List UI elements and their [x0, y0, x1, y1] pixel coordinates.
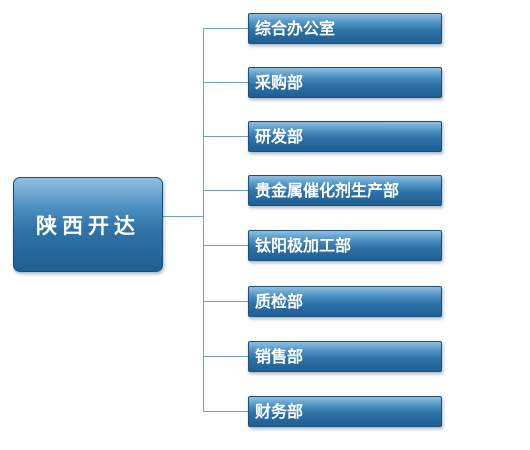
dept-label: 采购部 — [255, 73, 304, 92]
dept-label: 销售部 — [255, 347, 304, 366]
branch-line — [203, 190, 249, 191]
dept-node-catalyst-production: 贵金属催化剂生产部 — [248, 175, 442, 206]
branch-line — [203, 28, 249, 29]
branch-line — [203, 136, 249, 137]
branch-line — [203, 245, 249, 246]
root-node: 陕西开达 — [13, 177, 163, 272]
dept-node-titanium-anode: 钛阳极加工部 — [248, 230, 442, 261]
dept-label: 钛阳极加工部 — [255, 236, 352, 255]
branch-line — [203, 82, 249, 83]
branch-line — [203, 411, 249, 412]
dept-label: 财务部 — [255, 402, 304, 421]
branch-line — [203, 356, 249, 357]
trunk-line — [203, 28, 204, 412]
dept-label: 研发部 — [255, 127, 304, 146]
dept-node-general-office: 综合办公室 — [248, 13, 442, 44]
dept-label: 质检部 — [255, 292, 304, 311]
dept-label: 综合办公室 — [255, 19, 336, 38]
branch-line — [203, 301, 249, 302]
dept-node-finance: 财务部 — [248, 396, 442, 427]
dept-node-rnd: 研发部 — [248, 121, 442, 152]
dept-node-quality-inspection: 质检部 — [248, 286, 442, 317]
root-connector — [163, 216, 204, 217]
dept-label: 贵金属催化剂生产部 — [255, 181, 400, 200]
root-label: 陕西开达 — [36, 213, 140, 238]
dept-node-sales: 销售部 — [248, 341, 442, 372]
dept-node-purchasing: 采购部 — [248, 67, 442, 98]
